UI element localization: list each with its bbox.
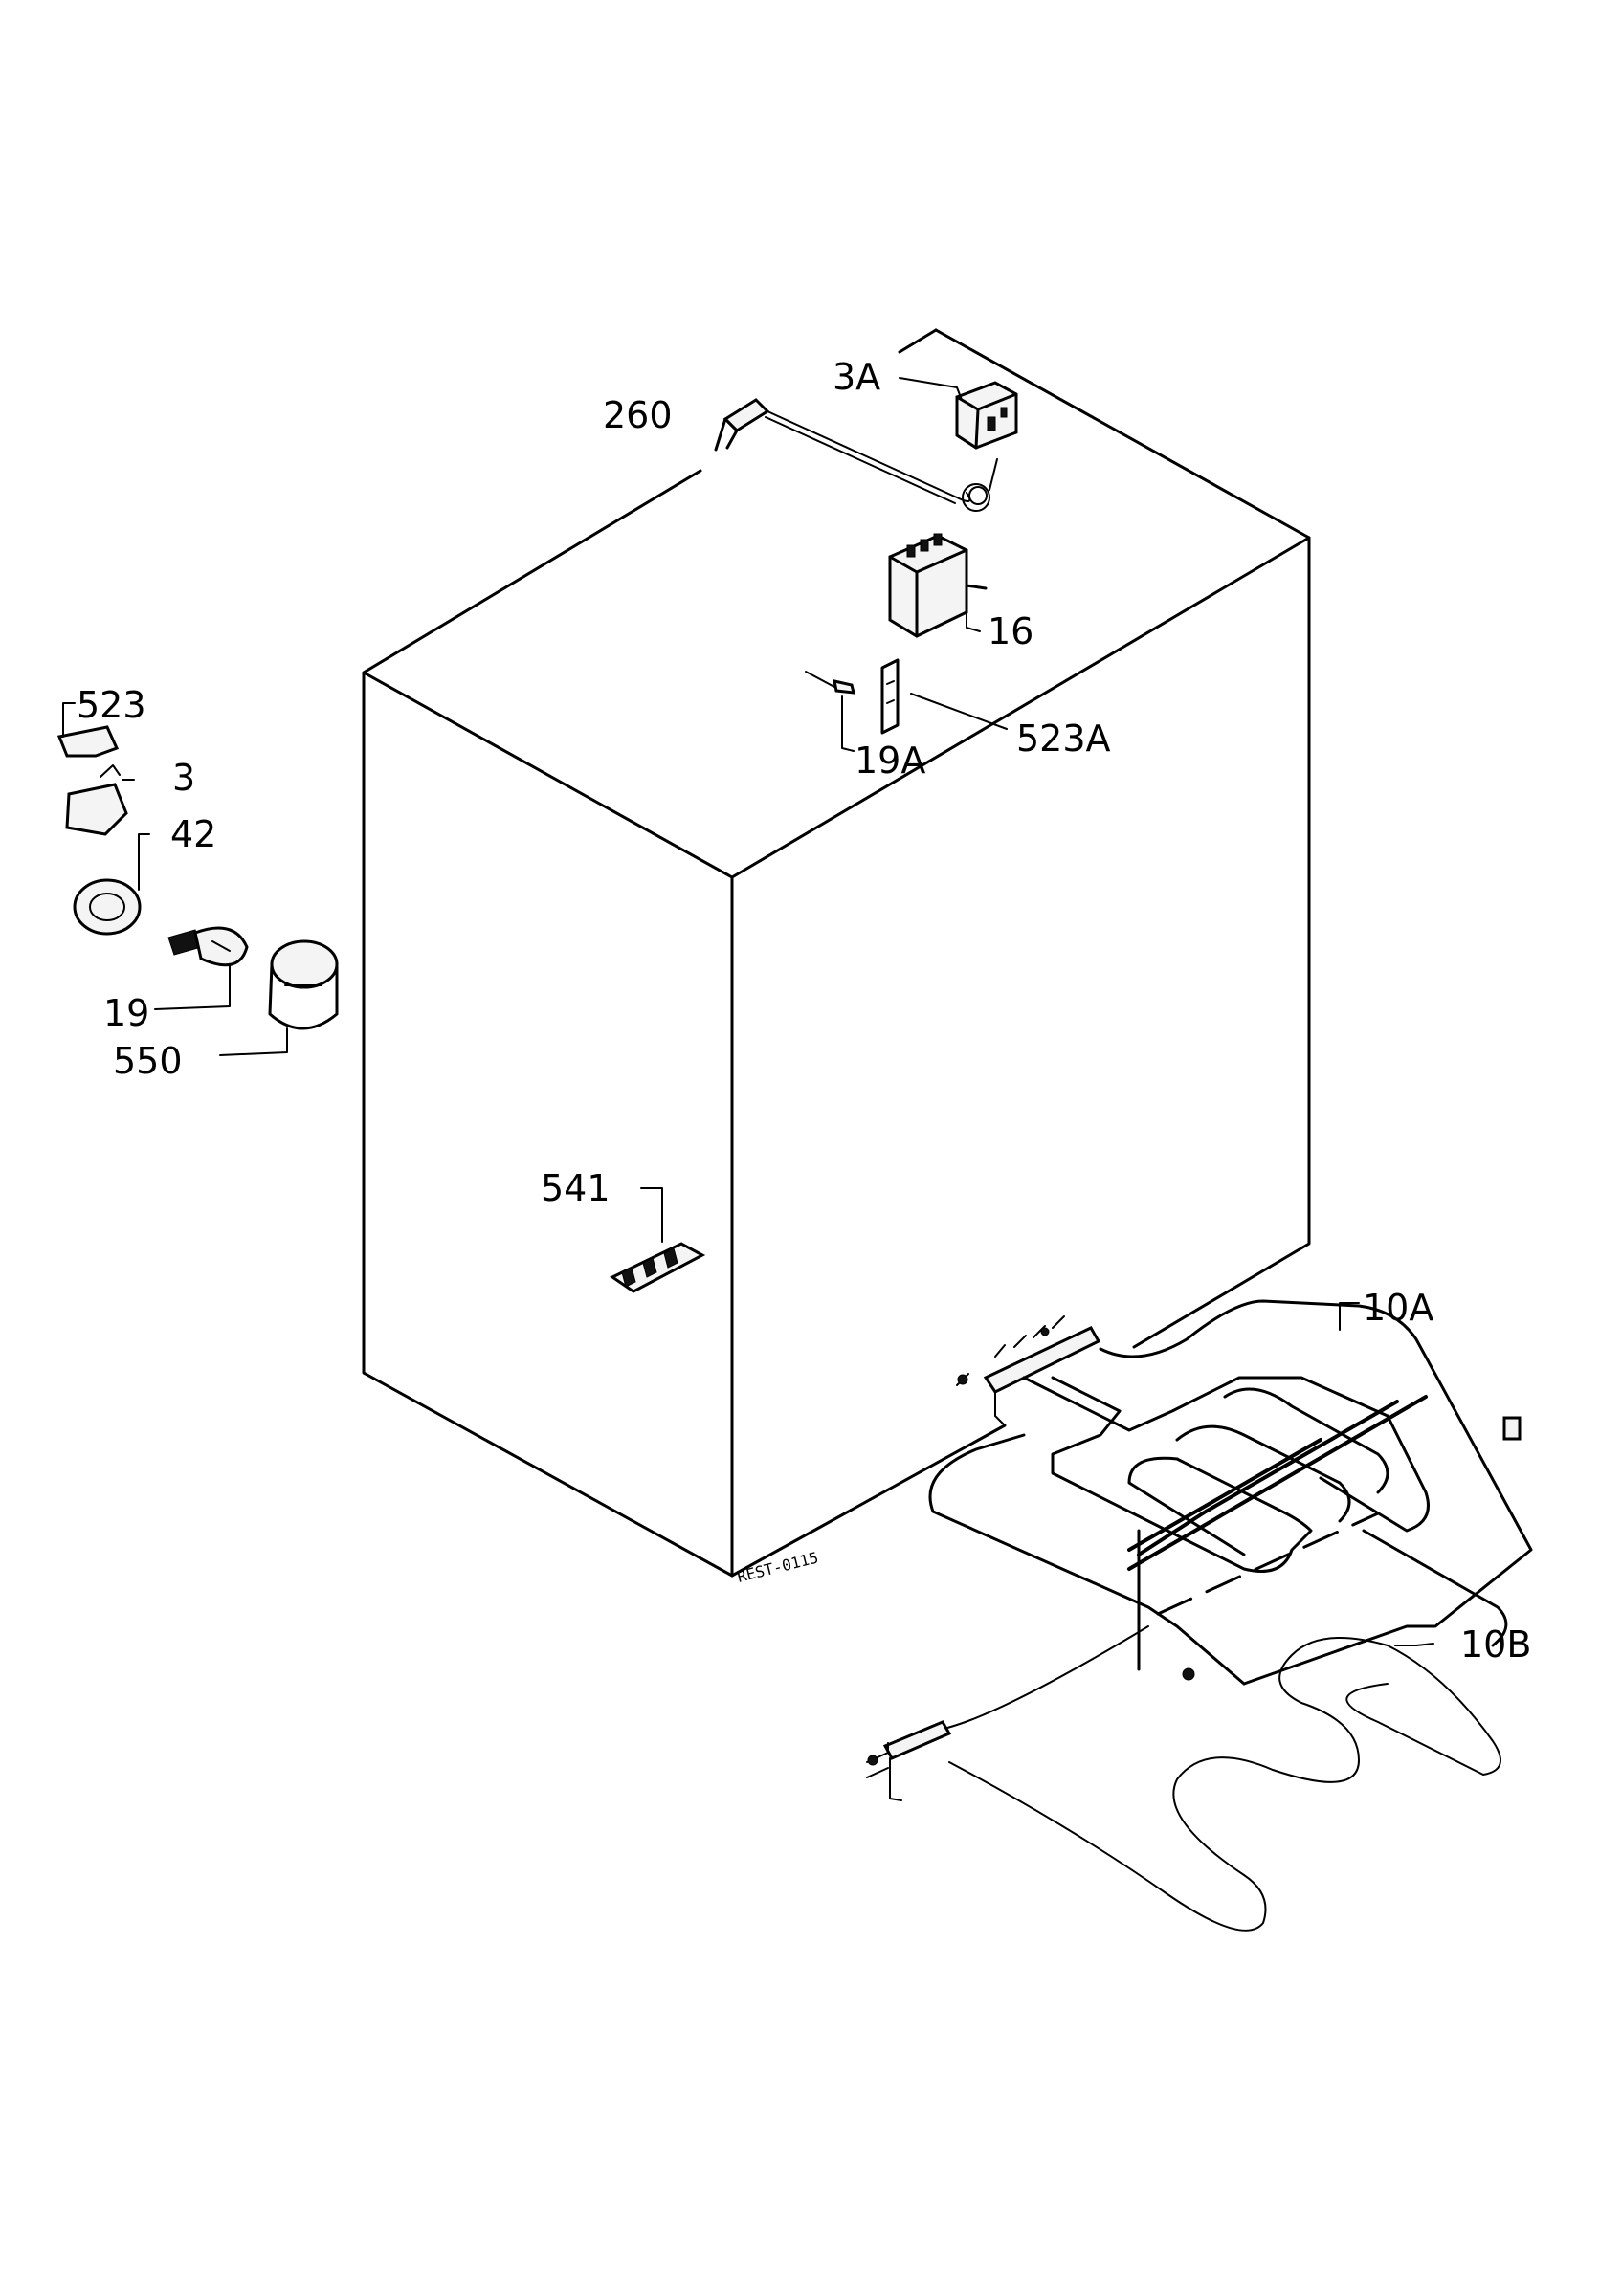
callout-523: 523 <box>77 684 146 726</box>
callout-550: 550 <box>113 1040 183 1082</box>
callout-19A: 19A <box>855 740 925 782</box>
cabinet-top-left-edge <box>362 469 702 674</box>
part-42-lamp-socket <box>73 833 150 936</box>
part-3-lamp-holder <box>65 764 135 836</box>
cabinet-top-back-left <box>898 328 938 354</box>
callout-541: 541 <box>541 1167 611 1209</box>
part-523-clip <box>56 702 120 758</box>
callout-260: 260 <box>603 394 673 436</box>
cabinet-right-face-bottom <box>730 1424 1007 1578</box>
part-16-selector-switch <box>888 533 988 638</box>
cabinet-right-face <box>730 536 1311 1349</box>
callout-10B: 10B <box>1460 1623 1531 1666</box>
part-10B-bottom-element <box>866 1512 1508 1932</box>
part-10A-grill-element <box>928 1299 1533 1686</box>
part-541-terminal-block <box>610 1187 706 1293</box>
callout-19: 19 <box>103 992 149 1034</box>
cabinet-top-back-edge <box>934 328 1311 540</box>
callout-10A: 10A <box>1363 1287 1433 1329</box>
part-550-lamp-cover <box>219 939 339 1056</box>
callout-3: 3 <box>172 757 195 799</box>
part-3A-thermostat <box>899 377 1018 450</box>
callout-16: 16 <box>988 610 1033 652</box>
drawing-code: REST-0115 <box>735 1548 820 1585</box>
callout-3A: 3A <box>833 356 880 398</box>
cabinet-front-face <box>362 671 734 1578</box>
part-523A-bracket <box>880 658 1008 735</box>
part-19-lamp-bulb <box>154 926 249 1010</box>
callout-523A: 523A <box>1016 718 1111 760</box>
callout-42: 42 <box>170 813 216 855</box>
callout-labels: 260 3A 16 19A 523A 523 3 42 19 550 541 1… <box>77 356 1531 1666</box>
part-260-thermostat-probe <box>714 398 998 512</box>
part-19A-sensor <box>805 671 855 752</box>
oven-cabinet <box>362 328 1311 1578</box>
